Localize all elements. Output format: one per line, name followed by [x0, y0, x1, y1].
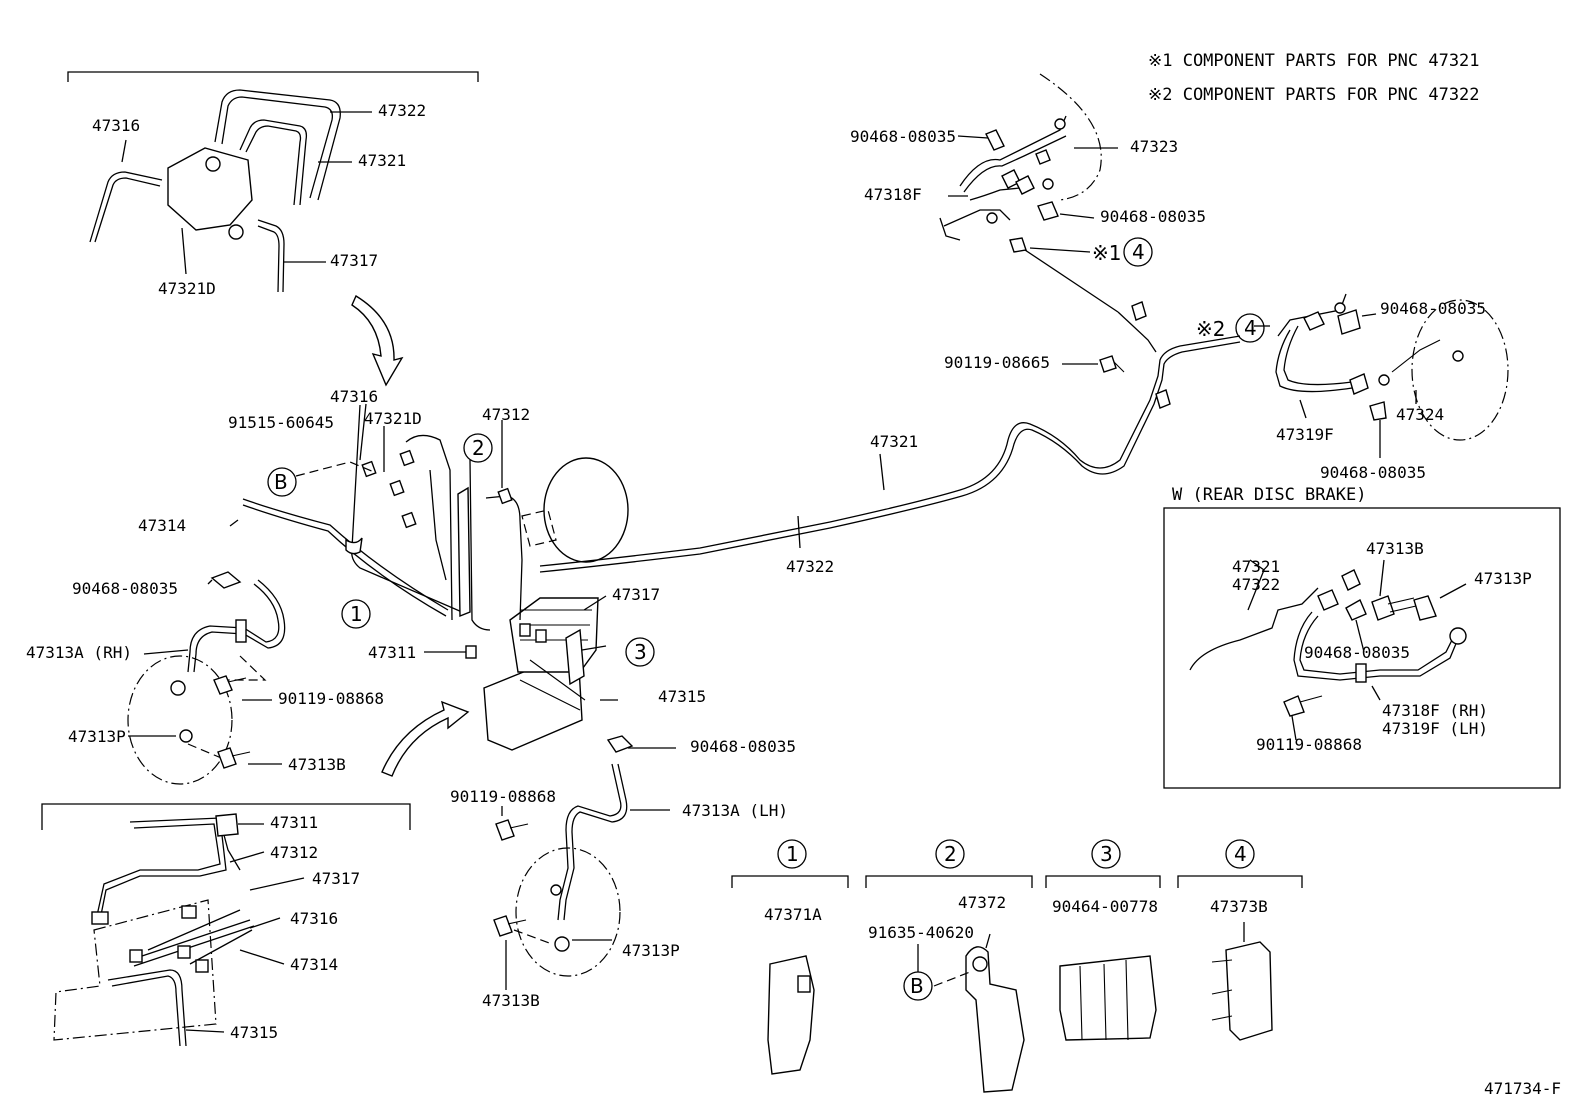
- note-2: ※2 COMPONENT PARTS FOR PNC 47322: [1148, 85, 1480, 105]
- label-90119-08868-a: 90119-08868: [278, 689, 384, 708]
- label-47311: 47311: [368, 643, 416, 662]
- clamp-3: [565, 628, 585, 686]
- inset-rear-disc: [1189, 559, 1467, 741]
- inset-label-47321: 47321: [1232, 557, 1280, 576]
- central-assembly: [127, 239, 1241, 990]
- svg-text:3: 3: [1100, 842, 1113, 866]
- label-47313B: 47313B: [288, 755, 346, 774]
- marker-ref1-4: ※1 4: [1092, 237, 1153, 267]
- bl-label-47317: 47317: [312, 869, 360, 888]
- svg-text:4: 4: [1132, 240, 1145, 264]
- marker-3: 3: [625, 637, 655, 667]
- label-47317: 47317: [612, 585, 660, 604]
- brake-booster: [543, 457, 629, 563]
- kit-label-47372: 47372: [958, 893, 1006, 912]
- top-left-detail: [67, 71, 479, 293]
- clamp-47372: [965, 946, 1025, 1093]
- clamp-47373B: [1225, 941, 1273, 1041]
- r-label-90468-08035-d: 90468-08035: [1320, 463, 1426, 482]
- note-1: ※1 COMPONENT PARTS FOR PNC 47321: [1148, 51, 1480, 71]
- kit-label-91635-40620: 91635-40620: [868, 923, 974, 942]
- tl-label-47321D: 47321D: [158, 279, 216, 298]
- bl-label-47312: 47312: [270, 843, 318, 862]
- kit-label-47371A: 47371A: [764, 905, 822, 924]
- clamp-47371A: [767, 955, 815, 1075]
- r-label-90468-08035-b: 90468-08035: [1100, 207, 1206, 226]
- svg-text:4: 4: [1234, 842, 1247, 866]
- svg-text:B: B: [910, 974, 924, 998]
- bl-label-47316: 47316: [290, 909, 338, 928]
- label-47321D: 47321D: [364, 409, 422, 428]
- label-90468-08035-b: 90468-08035: [690, 737, 796, 756]
- tl-label-47317: 47317: [330, 251, 378, 270]
- label-91515-60645: 91515-60645: [228, 413, 334, 432]
- clamp-90464-00778: [1059, 955, 1157, 1041]
- inset-frame: [1163, 507, 1561, 789]
- svg-text:B: B: [274, 470, 288, 494]
- r-label-47318F: 47318F: [864, 185, 922, 204]
- inset-label-47313B: 47313B: [1366, 539, 1424, 558]
- marker-1: 1: [341, 599, 371, 629]
- kit-1: 1: [731, 839, 849, 1075]
- figure-code: 471734-F: [1484, 1079, 1561, 1098]
- label-47313B-2: 47313B: [482, 991, 540, 1010]
- label-47316: 47316: [330, 387, 378, 406]
- kit-label-90464-00778: 90464-00778: [1052, 897, 1158, 916]
- marker-ref2-4: ※2 4: [1196, 313, 1265, 343]
- svg-text:3: 3: [634, 640, 647, 664]
- kit-4: 4: [1177, 839, 1303, 1041]
- tl-label-47322: 47322: [378, 101, 426, 120]
- kit-label-47373B: 47373B: [1210, 897, 1268, 916]
- label-47315: 47315: [658, 687, 706, 706]
- detail-arrow-icon: [351, 294, 404, 387]
- inset-label-47319F-LH: 47319F (LH): [1382, 719, 1488, 738]
- clamp-2: [457, 486, 471, 618]
- r-label-47324: 47324: [1396, 405, 1444, 424]
- svg-text:※1: ※1: [1092, 241, 1121, 265]
- r-label-90468-08035-a: 90468-08035: [850, 127, 956, 146]
- label-47313A-RH: 47313A (RH): [26, 643, 132, 662]
- inset-label-90468-08035: 90468-08035: [1304, 643, 1410, 662]
- r-label-90119-08665: 90119-08665: [944, 353, 1050, 372]
- r-label-90468-08035-c: 90468-08035: [1380, 299, 1486, 318]
- r-label-47323: 47323: [1130, 137, 1178, 156]
- marker-B: B: [267, 467, 297, 497]
- label-47313P-2: 47313P: [622, 941, 680, 960]
- r-label-47319F: 47319F: [1276, 425, 1334, 444]
- bl-label-47314: 47314: [290, 955, 338, 974]
- svg-text:1: 1: [786, 842, 799, 866]
- rear-lh-group: [1275, 293, 1509, 458]
- svg-text:4: 4: [1244, 316, 1257, 340]
- bl-label-47315: 47315: [230, 1023, 278, 1042]
- svg-text:2: 2: [472, 436, 485, 460]
- tl-label-47321: 47321: [358, 151, 406, 170]
- label-47321: 47321: [870, 432, 918, 451]
- label-47312: 47312: [482, 405, 530, 424]
- label-90119-08868-b: 90119-08868: [450, 787, 556, 806]
- inset-label-47313P: 47313P: [1474, 569, 1532, 588]
- label-47313P: 47313P: [68, 727, 126, 746]
- inset-label-90119-08868: 90119-08868: [1256, 735, 1362, 754]
- label-90468-08035-a: 90468-08035: [72, 579, 178, 598]
- kit-2: 2 B: [865, 839, 1033, 1093]
- inset-title: W (REAR DISC BRAKE): [1172, 485, 1366, 505]
- svg-text:2: 2: [944, 842, 957, 866]
- tl-label-47316: 47316: [92, 116, 140, 135]
- label-47322: 47322: [786, 557, 834, 576]
- marker-2: 2: [463, 433, 493, 463]
- clamp-1: [345, 537, 363, 555]
- kit-3: 3: [1045, 839, 1161, 1041]
- inset-label-47322: 47322: [1232, 575, 1280, 594]
- rear-rh-group: [939, 73, 1270, 409]
- label-47313A-LH: 47313A (LH): [682, 801, 788, 820]
- inset-label-47318F-RH: 47318F (RH): [1382, 701, 1488, 720]
- label-47314: 47314: [138, 516, 186, 535]
- proportioning-valve-top: [167, 147, 253, 231]
- svg-text:※2: ※2: [1196, 317, 1225, 341]
- svg-text:1: 1: [350, 602, 363, 626]
- abs-arrow-icon: [381, 700, 470, 777]
- bl-label-47311: 47311: [270, 813, 318, 832]
- bottom-left-detail: [41, 803, 411, 1047]
